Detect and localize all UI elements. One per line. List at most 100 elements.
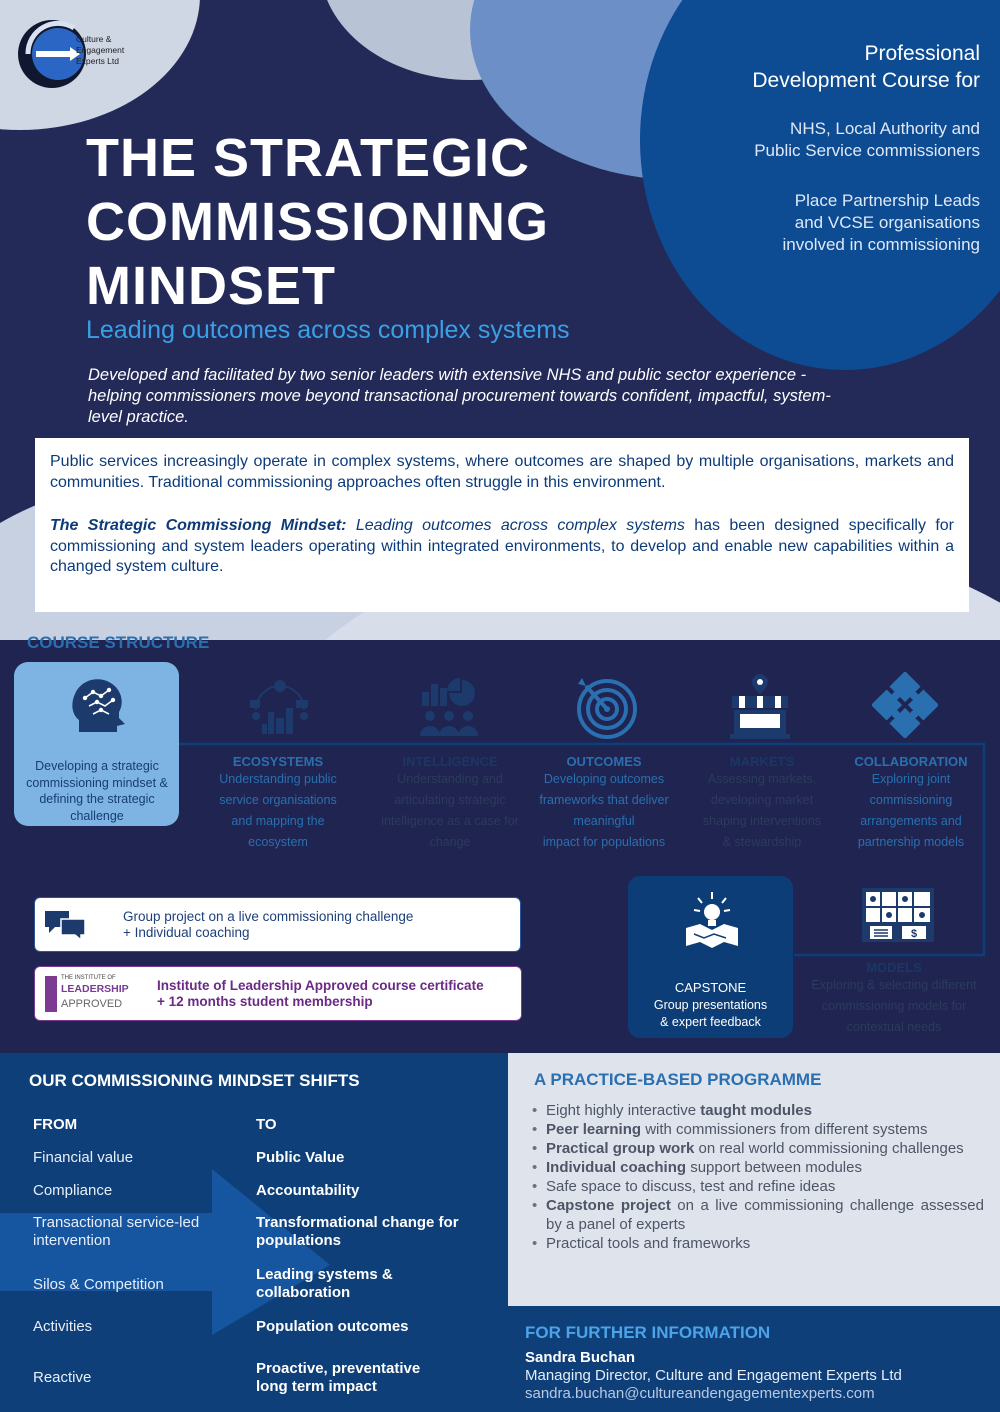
shift-from: Transactional service-led intervention (33, 1214, 200, 1249)
mindset-shifts-section: OUR COMMISSIONING MINDSET SHIFTS FROM TO… (0, 1053, 508, 1412)
module-desc-line: Understanding and (397, 772, 503, 786)
module-desc-line: service organisations (219, 793, 337, 807)
ilm-line: Institute of Leadership Approved course … (157, 978, 484, 993)
module-desc-line: shaping interventions (702, 814, 822, 828)
models-icon: $ (862, 888, 934, 942)
module-title: INTELLIGENCE (402, 754, 498, 769)
audience-block: Professional Development Course for NHS,… (660, 40, 980, 256)
from-label: FROM (33, 1116, 78, 1133)
module-title: COLLABORATION (854, 754, 968, 769)
module-desc-line: Exploring & selecting different (811, 978, 977, 992)
page-subtitle: Leading outcomes across complex systems (86, 316, 570, 344)
summary-box: Public services increasingly operate in … (35, 438, 969, 612)
target-icon (577, 678, 637, 739)
ilm-badge-text: LEADERSHIP (61, 983, 129, 995)
title-line: MINDSET (86, 256, 336, 316)
module-title: MODELS (866, 960, 922, 975)
capstone-desc-line: Group presentations (653, 998, 768, 1012)
shift-from: Financial value (33, 1149, 134, 1166)
shift-from: Silos & Competition (33, 1276, 164, 1293)
module-desc-line: meaningful (573, 814, 635, 828)
intro-module-box (14, 662, 179, 826)
contact-role: Managing Director, Culture and Engagemen… (525, 1367, 902, 1384)
practice-heading: A PRACTICE-BASED PROGRAMME (534, 1070, 822, 1089)
module-outcomes: OUTCOMES Developing outcomes frameworks … (526, 754, 682, 853)
group-project-line: + Individual coaching (123, 925, 250, 940)
module-desc-line: and mapping the (231, 814, 325, 828)
svg-text:$: $ (911, 928, 917, 940)
shift-to: Transformational change for populations (256, 1214, 459, 1249)
shift-to: Proactive, preventative long term impact (256, 1360, 421, 1395)
contact-heading: FOR FURTHER INFORMATION (525, 1323, 771, 1342)
audience-group-line: and VCSE organisations (794, 213, 980, 232)
title-line: THE STRATEGIC (86, 128, 530, 188)
audience-group-line: Place Partnership Leads (794, 191, 980, 210)
course-structure-heading: COURSE STRUCTURE (27, 633, 210, 652)
list-item: Eight highly interactive taught modules (528, 1101, 984, 1120)
logo-text-line: Culture & (76, 34, 112, 44)
practice-section: A PRACTICE-BASED PROGRAMME Eight highly … (508, 1053, 1000, 1306)
module-desc-line: Developing outcomes (543, 772, 665, 786)
list-item: Capstone project on a live commissioning… (528, 1196, 984, 1234)
module-desc-line: developing market (710, 793, 814, 807)
module-desc-line: commissioning models for (821, 999, 967, 1013)
ilm-badge: THE INSTITUTE OF LEADERSHIP APPROVED (43, 974, 141, 1014)
summary-text: has been designed specifically for commi… (50, 517, 955, 575)
contact-email-link[interactable]: sandra.buchan@cultureandengagementexpert… (525, 1385, 875, 1402)
shift-to: Population outcomes (256, 1318, 409, 1335)
summary-paragraph: The Strategic Commissiong Mindset: Leadi… (50, 516, 954, 578)
contact-section: FOR FURTHER INFORMATION Sandra Buchan Ma… (508, 1306, 1000, 1412)
module-desc-line: Understanding public (219, 772, 337, 786)
module-desc-line: ecosystem (248, 835, 308, 849)
module-desc-line: Exploring joint (871, 772, 951, 786)
capstone-desc: Group presentations & expert feedback (628, 997, 793, 1031)
module-title: OUTCOMES (566, 754, 642, 769)
company-logo: Culture & Engagement Experts Ltd (14, 14, 124, 92)
module-models: MODELS Exploring & selecting different c… (796, 960, 992, 1038)
module-collaboration: COLLABORATION Exploring joint commission… (836, 754, 986, 853)
shift-to: Public Value (256, 1149, 345, 1166)
chat-bubbles-icon (45, 911, 86, 941)
ilm-panel: THE INSTITUTE OF LEADERSHIP APPROVED Ins… (34, 966, 522, 1021)
module-ecosystems: ECOSYSTEMS Understanding public service … (200, 754, 356, 853)
course-name: The Strategic Commissiong Mindset: (50, 517, 347, 534)
list-item: Individual coaching support between modu… (528, 1158, 984, 1177)
shift-from: Activities (33, 1318, 93, 1335)
module-desc-line: intelligence as a case for (381, 814, 519, 828)
audience-group-line: Public Service commissioners (754, 141, 980, 160)
ilm-badge-text: THE INSTITUTE OF (61, 975, 116, 981)
module-intelligence: INTELLIGENCE Understanding and articulat… (370, 754, 530, 853)
module-desc-line: contextual needs (846, 1020, 942, 1034)
list-item: Practical group work on real world commi… (528, 1139, 984, 1158)
module-desc-line: commissioning (869, 793, 953, 807)
list-item: Practical tools and frameworks (528, 1234, 984, 1253)
list-item: Peer learning with commissioners from di… (528, 1120, 984, 1139)
audience-group-line: NHS, Local Authority and (790, 119, 980, 138)
module-desc-line: arrangements and (860, 814, 962, 828)
intro-module-text: Developing a strategic commissioning min… (26, 759, 168, 823)
module-desc-line: & stewardship (722, 835, 802, 849)
summary-paragraph: Public services increasingly operate in … (50, 453, 954, 491)
head-brain-icon (72, 679, 125, 732)
course-tagline: Leading outcomes across complex systems (346, 517, 685, 534)
module-desc-line: Assessing markets, (707, 772, 817, 786)
ecosystem-icon (250, 680, 308, 734)
list-item: Safe space to discuss, test and refine i… (528, 1177, 984, 1196)
shift-from: Compliance (33, 1182, 113, 1199)
module-desc-line: articulating strategic (394, 793, 506, 807)
module-title: MARKETS (729, 754, 795, 769)
practice-list: Eight highly interactive taught modules … (528, 1101, 984, 1253)
group-project-panel: Group project on a live commissioning ch… (34, 897, 521, 952)
shift-from: Reactive (33, 1369, 92, 1386)
ilm-line: + 12 months student membership (157, 994, 373, 1009)
shift-to: Accountability (256, 1182, 360, 1199)
lightbulb-plan-icon (686, 892, 738, 948)
audience-lead: Development Course for (752, 69, 980, 92)
intro-text: Developed and facilitated by two senior … (88, 366, 831, 426)
module-markets: MARKETS Assessing markets, developing ma… (684, 754, 840, 853)
capstone-desc-line: & expert feedback (660, 1015, 761, 1029)
module-title: ECOSYSTEMS (232, 754, 324, 769)
contact-name: Sandra Buchan (525, 1349, 636, 1366)
module-desc-line: frameworks that deliver (539, 793, 669, 807)
arrow-graphic (0, 1169, 330, 1335)
